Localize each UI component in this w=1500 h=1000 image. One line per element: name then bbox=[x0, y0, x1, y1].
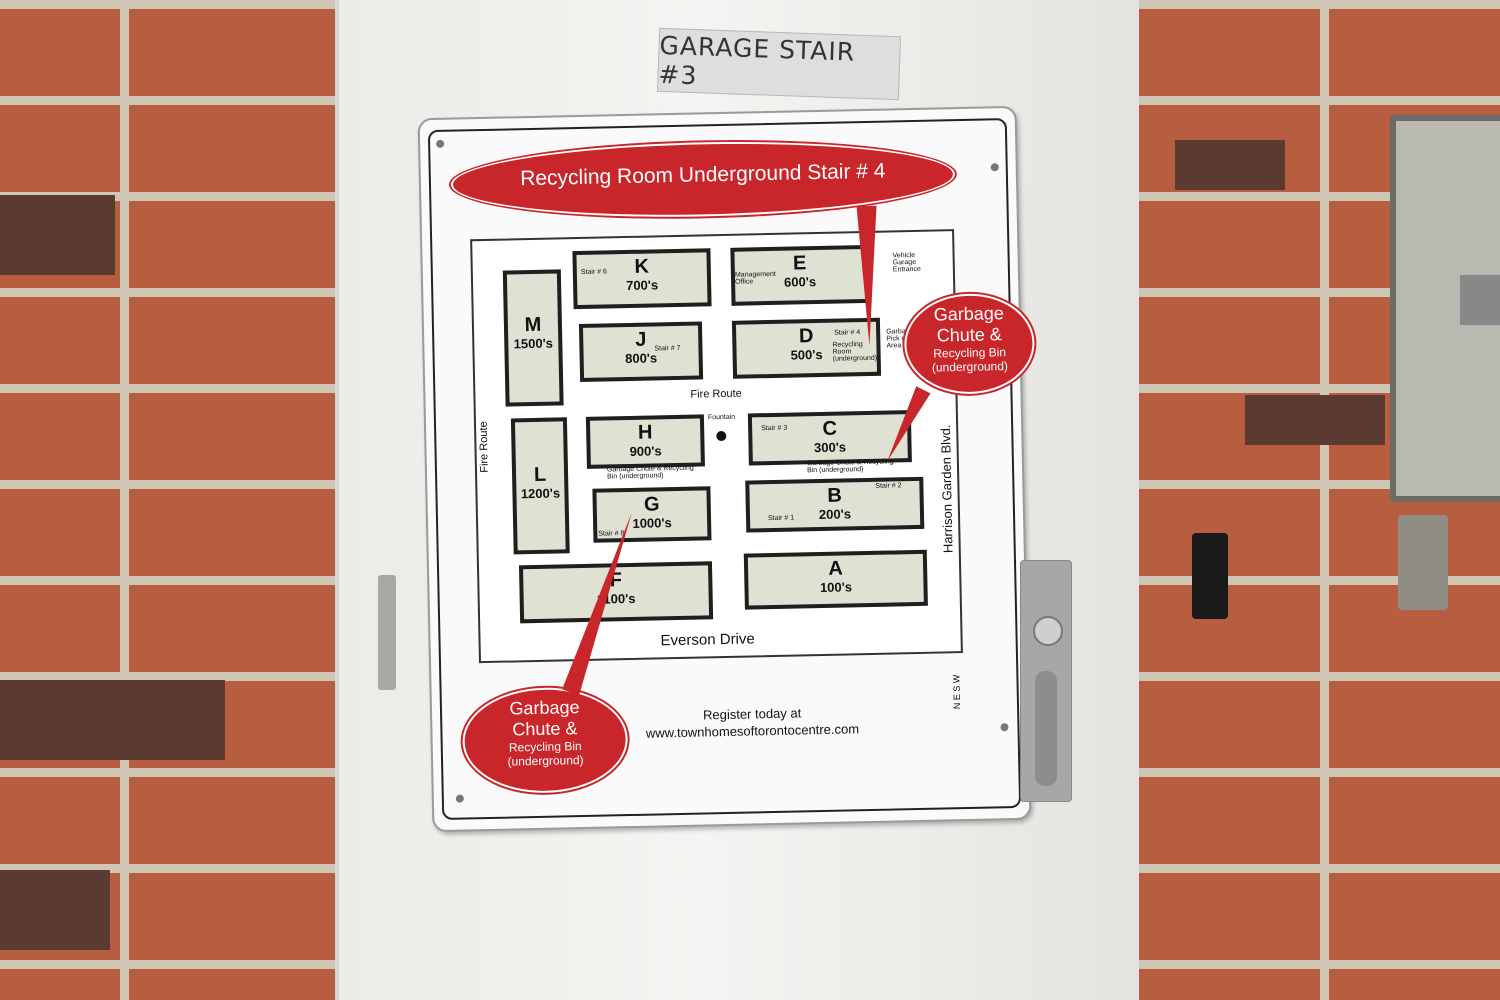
card-reader[interactable] bbox=[1192, 533, 1228, 619]
register-text: Register today at www.townhomesoftoronto… bbox=[645, 705, 860, 741]
label-stair-7: Stair # 7 bbox=[654, 344, 681, 353]
label-vehicle-entrance: Vehicle Garage Entrance bbox=[892, 251, 921, 274]
fountain-icon bbox=[716, 430, 727, 442]
callout-pointer-top bbox=[856, 205, 880, 347]
keypad-icon[interactable] bbox=[1460, 275, 1500, 325]
dark-brick bbox=[0, 870, 110, 950]
wall-latch bbox=[1398, 515, 1448, 610]
label-management-office: Management Office bbox=[734, 270, 776, 286]
road-fire-route-mid: Fire Route bbox=[690, 387, 742, 401]
garage-stair-plate: GARAGE STAIR #3 bbox=[656, 27, 902, 101]
label-stair-3: Stair # 3 bbox=[761, 424, 788, 433]
door-lock[interactable] bbox=[1020, 560, 1072, 802]
label-garbage-chute-left: Garbage Chute & Recycling Bin (undergrou… bbox=[606, 464, 694, 481]
road-everson-drive: Everson Drive bbox=[660, 630, 755, 650]
dark-brick bbox=[1175, 140, 1285, 190]
door-handle[interactable] bbox=[1035, 671, 1057, 786]
brick-wall-left bbox=[0, 0, 345, 1000]
label-stair-1: Stair # 1 bbox=[767, 514, 795, 523]
dark-brick bbox=[1245, 395, 1385, 445]
dark-brick bbox=[0, 195, 115, 275]
lock-cylinder bbox=[1033, 616, 1063, 646]
garbage-callout-right: Garbage Chute & Recycling Bin (undergrou… bbox=[903, 292, 1036, 396]
dark-brick bbox=[0, 680, 225, 760]
label-fountain: Fountain bbox=[707, 413, 736, 422]
label-stair-2: Stair # 2 bbox=[875, 482, 902, 490]
road-fire-route-left: Fire Route bbox=[477, 421, 491, 473]
road-harrison-garden: Harrison Garden Blvd. bbox=[937, 424, 956, 554]
label-garbage-chute-right: Garbage Chute & Recycling Bin (undergrou… bbox=[806, 458, 894, 475]
door-hinge bbox=[378, 575, 396, 690]
label-stair-6: Stair # 6 bbox=[580, 268, 607, 276]
label-stair-4: Stair # 4 bbox=[834, 329, 861, 337]
compass-icon: N E S W bbox=[951, 674, 963, 710]
